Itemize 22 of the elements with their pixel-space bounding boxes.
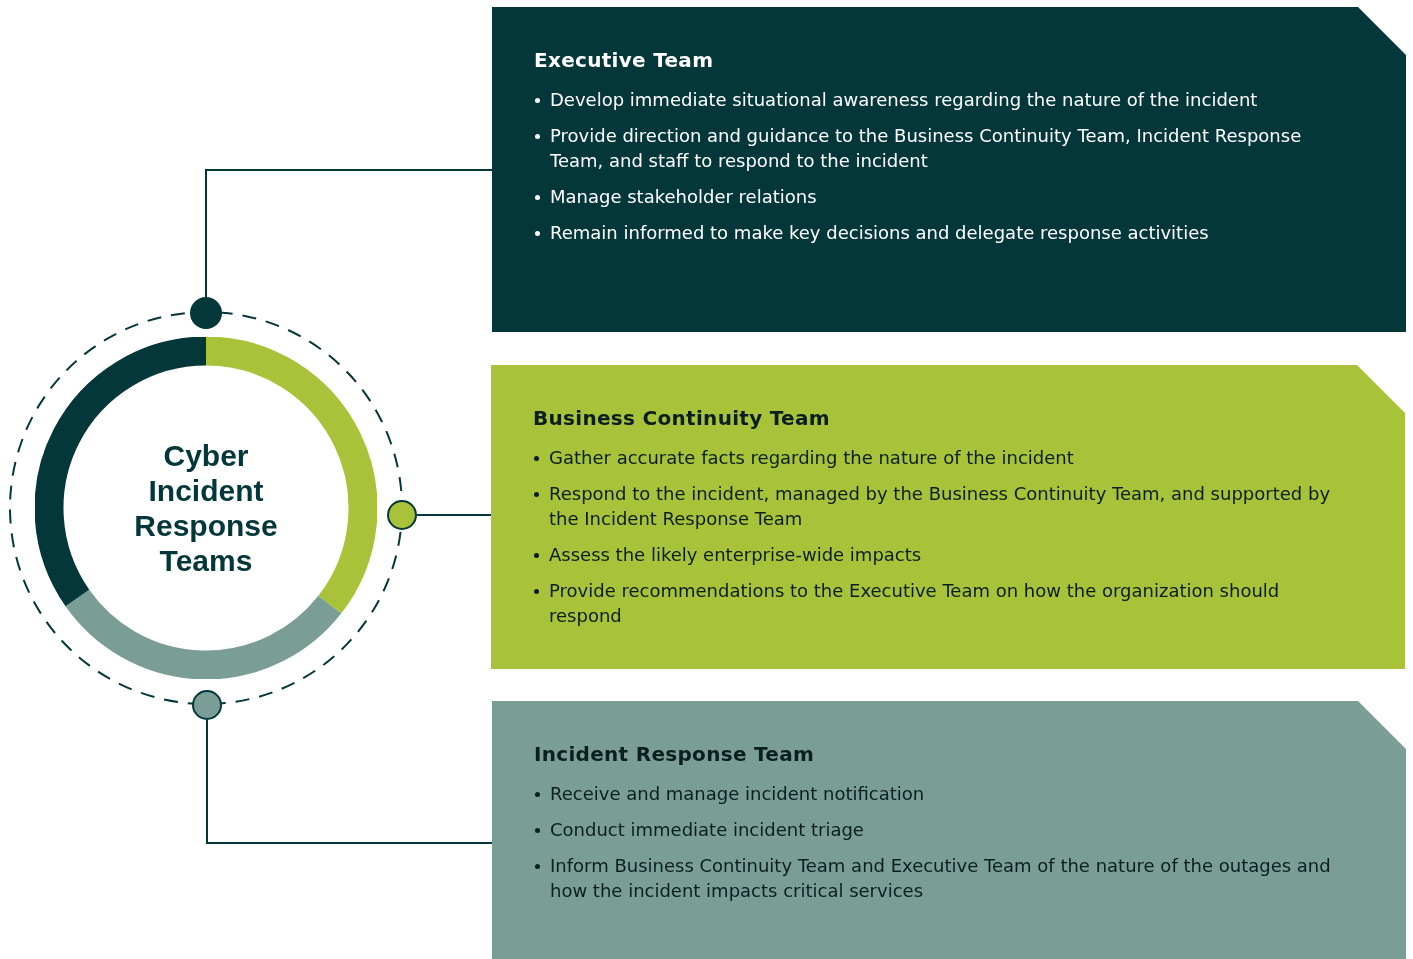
- center-title: Cyber Incident Response Teams: [133, 438, 279, 578]
- bullet-item: Develop immediate situational awareness regarding the nature of the incident: [550, 88, 1259, 112]
- bullet-item: Conduct immediate incident triage: [550, 818, 865, 842]
- connector-line: [206, 719, 493, 844]
- connector-line: [416, 514, 492, 516]
- bullet-item: Receive and manage incident notification: [550, 782, 926, 806]
- bullet-item: Assess the likely enterprise-wide impacts: [549, 543, 923, 567]
- bullet-item: Provide recommendations to the Executive Team on how the organization should respond: [549, 579, 1281, 628]
- bullet-item: Gather accurate facts regarding the nature of the incident: [549, 446, 1075, 470]
- panel-heading: Executive Team: [534, 47, 715, 74]
- bullet-item: Remain informed to make key decisions and delegate response activities: [550, 221, 1210, 245]
- bullet-item: Respond to the incident, managed by the Business Continuity Team, and supported by the Incident Response Team: [549, 482, 1332, 531]
- bullet-item: Provide direction and guidance to the Business Continuity Team, Incident Response Team, and staff to respond to the incident: [550, 124, 1303, 173]
- team-panel: [491, 365, 1405, 669]
- connector-line: [205, 169, 493, 298]
- ring-chart: [35, 337, 377, 679]
- panel-heading: Business Continuity Team: [533, 405, 831, 432]
- bullet-item: Manage stakeholder relations: [550, 185, 818, 209]
- panel-heading: Incident Response Team: [534, 741, 816, 768]
- team-panel: [492, 701, 1406, 959]
- team-panel: [492, 7, 1406, 332]
- bullet-item: Inform Business Continuity Team and Executive Team of the nature of the outages and how the incident impacts critical services: [550, 854, 1332, 903]
